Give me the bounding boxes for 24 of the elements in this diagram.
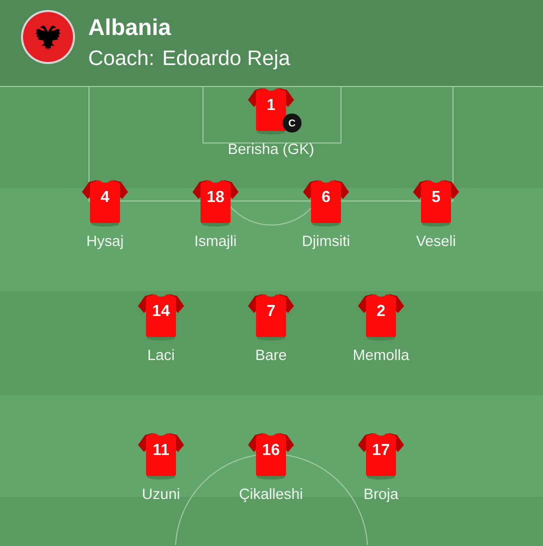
player-name: Broja bbox=[364, 488, 398, 502]
player-name: Memolla bbox=[354, 349, 410, 360]
player-name: Hysaj bbox=[88, 235, 123, 250]
player-name: Laci bbox=[148, 349, 174, 360]
player-name: Berisha (GK) bbox=[229, 143, 314, 158]
team-name: Albania bbox=[88, 18, 172, 36]
jersey: 5 bbox=[413, 180, 459, 226]
jersey: 4 bbox=[82, 180, 128, 226]
player-name: Uzuni bbox=[143, 488, 180, 500]
captain-badge: C bbox=[282, 114, 302, 132]
jersey: 2 bbox=[358, 294, 404, 340]
jersey: 6 bbox=[303, 180, 349, 226]
player-name: Djimsiti bbox=[303, 235, 350, 250]
player-name: Ismajli bbox=[196, 235, 236, 250]
player-name: Çikalleshi bbox=[240, 488, 302, 502]
player-name: Veseli bbox=[416, 235, 455, 246]
jersey: 17 bbox=[358, 433, 404, 480]
jersey: 16 bbox=[248, 433, 294, 480]
jersey: 14 bbox=[138, 294, 184, 340]
jersey: 7 bbox=[248, 294, 294, 340]
player-name: Bare bbox=[256, 350, 286, 360]
jersey: 18 bbox=[192, 180, 238, 226]
jersey: 11 bbox=[138, 433, 184, 480]
coach-name: Coach: Edoardo Reja bbox=[89, 50, 290, 70]
